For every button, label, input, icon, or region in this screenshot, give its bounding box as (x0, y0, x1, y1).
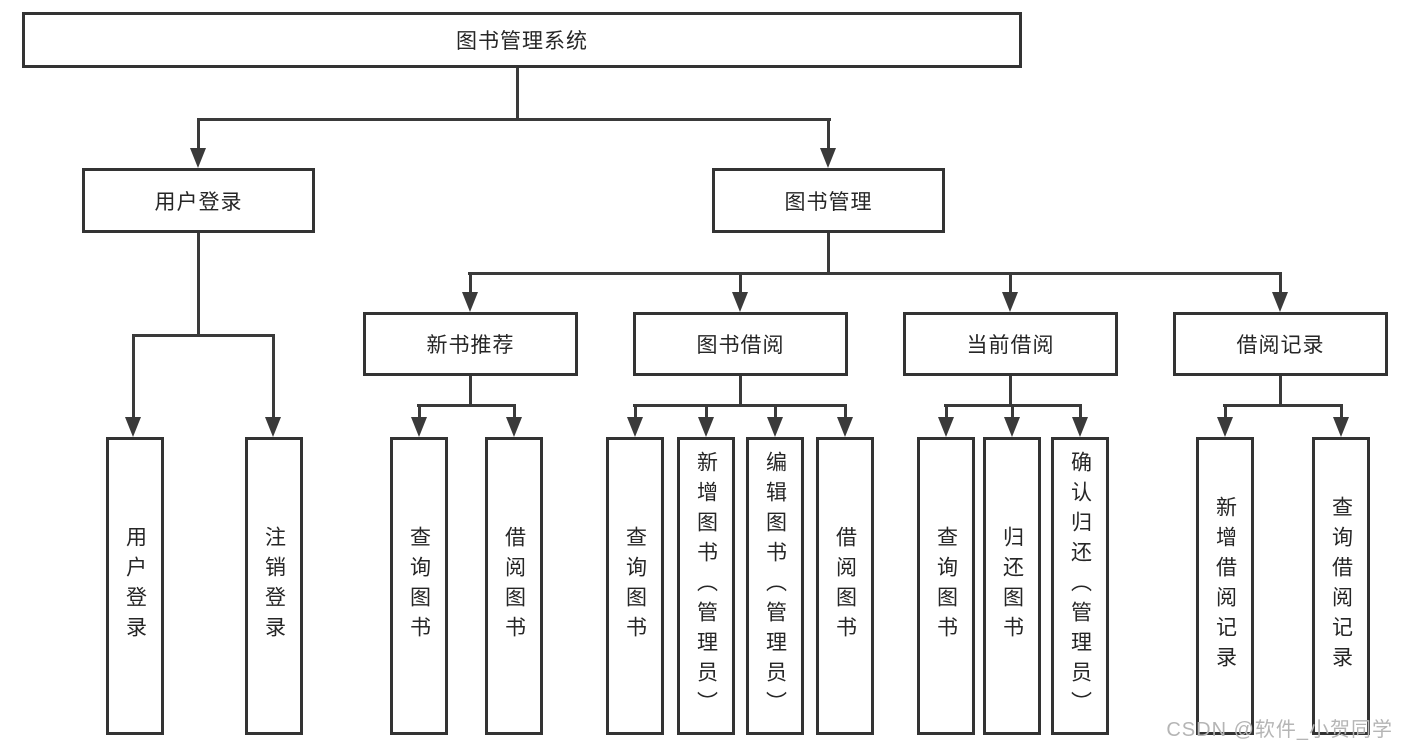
leaf-label: 查询图书 (623, 526, 647, 646)
leaf-confirm-return-admin: 确认归还（管理员） (1051, 437, 1109, 735)
leaf-label: 借阅图书 (833, 526, 857, 646)
arrow-down-icon (837, 404, 853, 437)
connector-line (516, 68, 519, 120)
connector-line (633, 404, 846, 407)
arrow-down-icon (462, 272, 478, 312)
arrow-down-icon (732, 272, 748, 312)
leaf-label: 查询图书 (934, 526, 958, 646)
leaf-label: 查询图书 (407, 526, 431, 646)
arrow-down-icon (627, 404, 643, 437)
arrow-down-icon (820, 118, 836, 168)
node-book-borrowing: 图书借阅 (633, 312, 848, 376)
arrow-down-icon (1002, 272, 1018, 312)
arrow-down-icon (265, 334, 281, 437)
connector-line (468, 272, 1282, 275)
leaf-borrow-books-recommend: 借阅图书 (485, 437, 543, 735)
node-new-book-recommendation: 新书推荐 (363, 312, 578, 376)
connector-line (827, 233, 830, 274)
arrow-down-icon (1217, 404, 1233, 437)
leaf-return-books: 归还图书 (983, 437, 1041, 735)
node-book-management: 图书管理 (712, 168, 945, 233)
connector-line (197, 233, 200, 337)
leaf-label: 编辑图书（管理员） (763, 451, 787, 721)
connector-line (469, 376, 472, 407)
leaf-borrow-books-borrowing: 借阅图书 (816, 437, 874, 735)
arrow-down-icon (1072, 404, 1088, 437)
node-user-login: 用户登录 (82, 168, 315, 233)
leaf-query-books-borrowing: 查询图书 (606, 437, 664, 735)
connector-line (1009, 376, 1012, 407)
connector-line (1223, 404, 1342, 407)
leaf-user-login: 用户登录 (106, 437, 164, 735)
arrow-down-icon (190, 118, 206, 168)
arrow-down-icon (698, 404, 714, 437)
connector-line (1279, 376, 1282, 407)
leaf-logout-login: 注销登录 (245, 437, 303, 735)
node-borrowing-records: 借阅记录 (1173, 312, 1388, 376)
arrow-down-icon (1004, 404, 1020, 437)
leaf-add-borrow-record: 新增借阅记录 (1196, 437, 1254, 735)
leaf-label: 查询借阅记录 (1329, 496, 1353, 676)
connector-line (739, 376, 742, 407)
arrow-down-icon (938, 404, 954, 437)
leaf-label: 用户登录 (123, 526, 147, 646)
leaf-label: 确认归还（管理员） (1068, 451, 1092, 721)
leaf-label: 归还图书 (1000, 526, 1024, 646)
arrow-down-icon (1333, 404, 1349, 437)
watermark: CSDN @软件_小贺同学 (1166, 719, 1393, 741)
leaf-label: 注销登录 (262, 526, 286, 646)
connector-line (417, 404, 516, 407)
leaf-query-books-recommend: 查询图书 (390, 437, 448, 735)
connector-line (132, 334, 275, 337)
node-current-borrowing: 当前借阅 (903, 312, 1118, 376)
leaf-label: 新增图书（管理员） (694, 451, 718, 721)
arrow-down-icon (411, 404, 427, 437)
arrow-down-icon (1272, 272, 1288, 312)
leaf-label: 新增借阅记录 (1213, 496, 1237, 676)
leaf-query-books-current: 查询图书 (917, 437, 975, 735)
arrow-down-icon (125, 334, 141, 437)
arrow-down-icon (506, 404, 522, 437)
leaf-label: 借阅图书 (502, 526, 526, 646)
leaf-query-borrow-record: 查询借阅记录 (1312, 437, 1370, 735)
node-root: 图书管理系统 (22, 12, 1022, 68)
leaf-edit-book-admin: 编辑图书（管理员） (746, 437, 804, 735)
leaf-add-book-admin: 新增图书（管理员） (677, 437, 735, 735)
arrow-down-icon (767, 404, 783, 437)
connector-line (197, 118, 831, 121)
